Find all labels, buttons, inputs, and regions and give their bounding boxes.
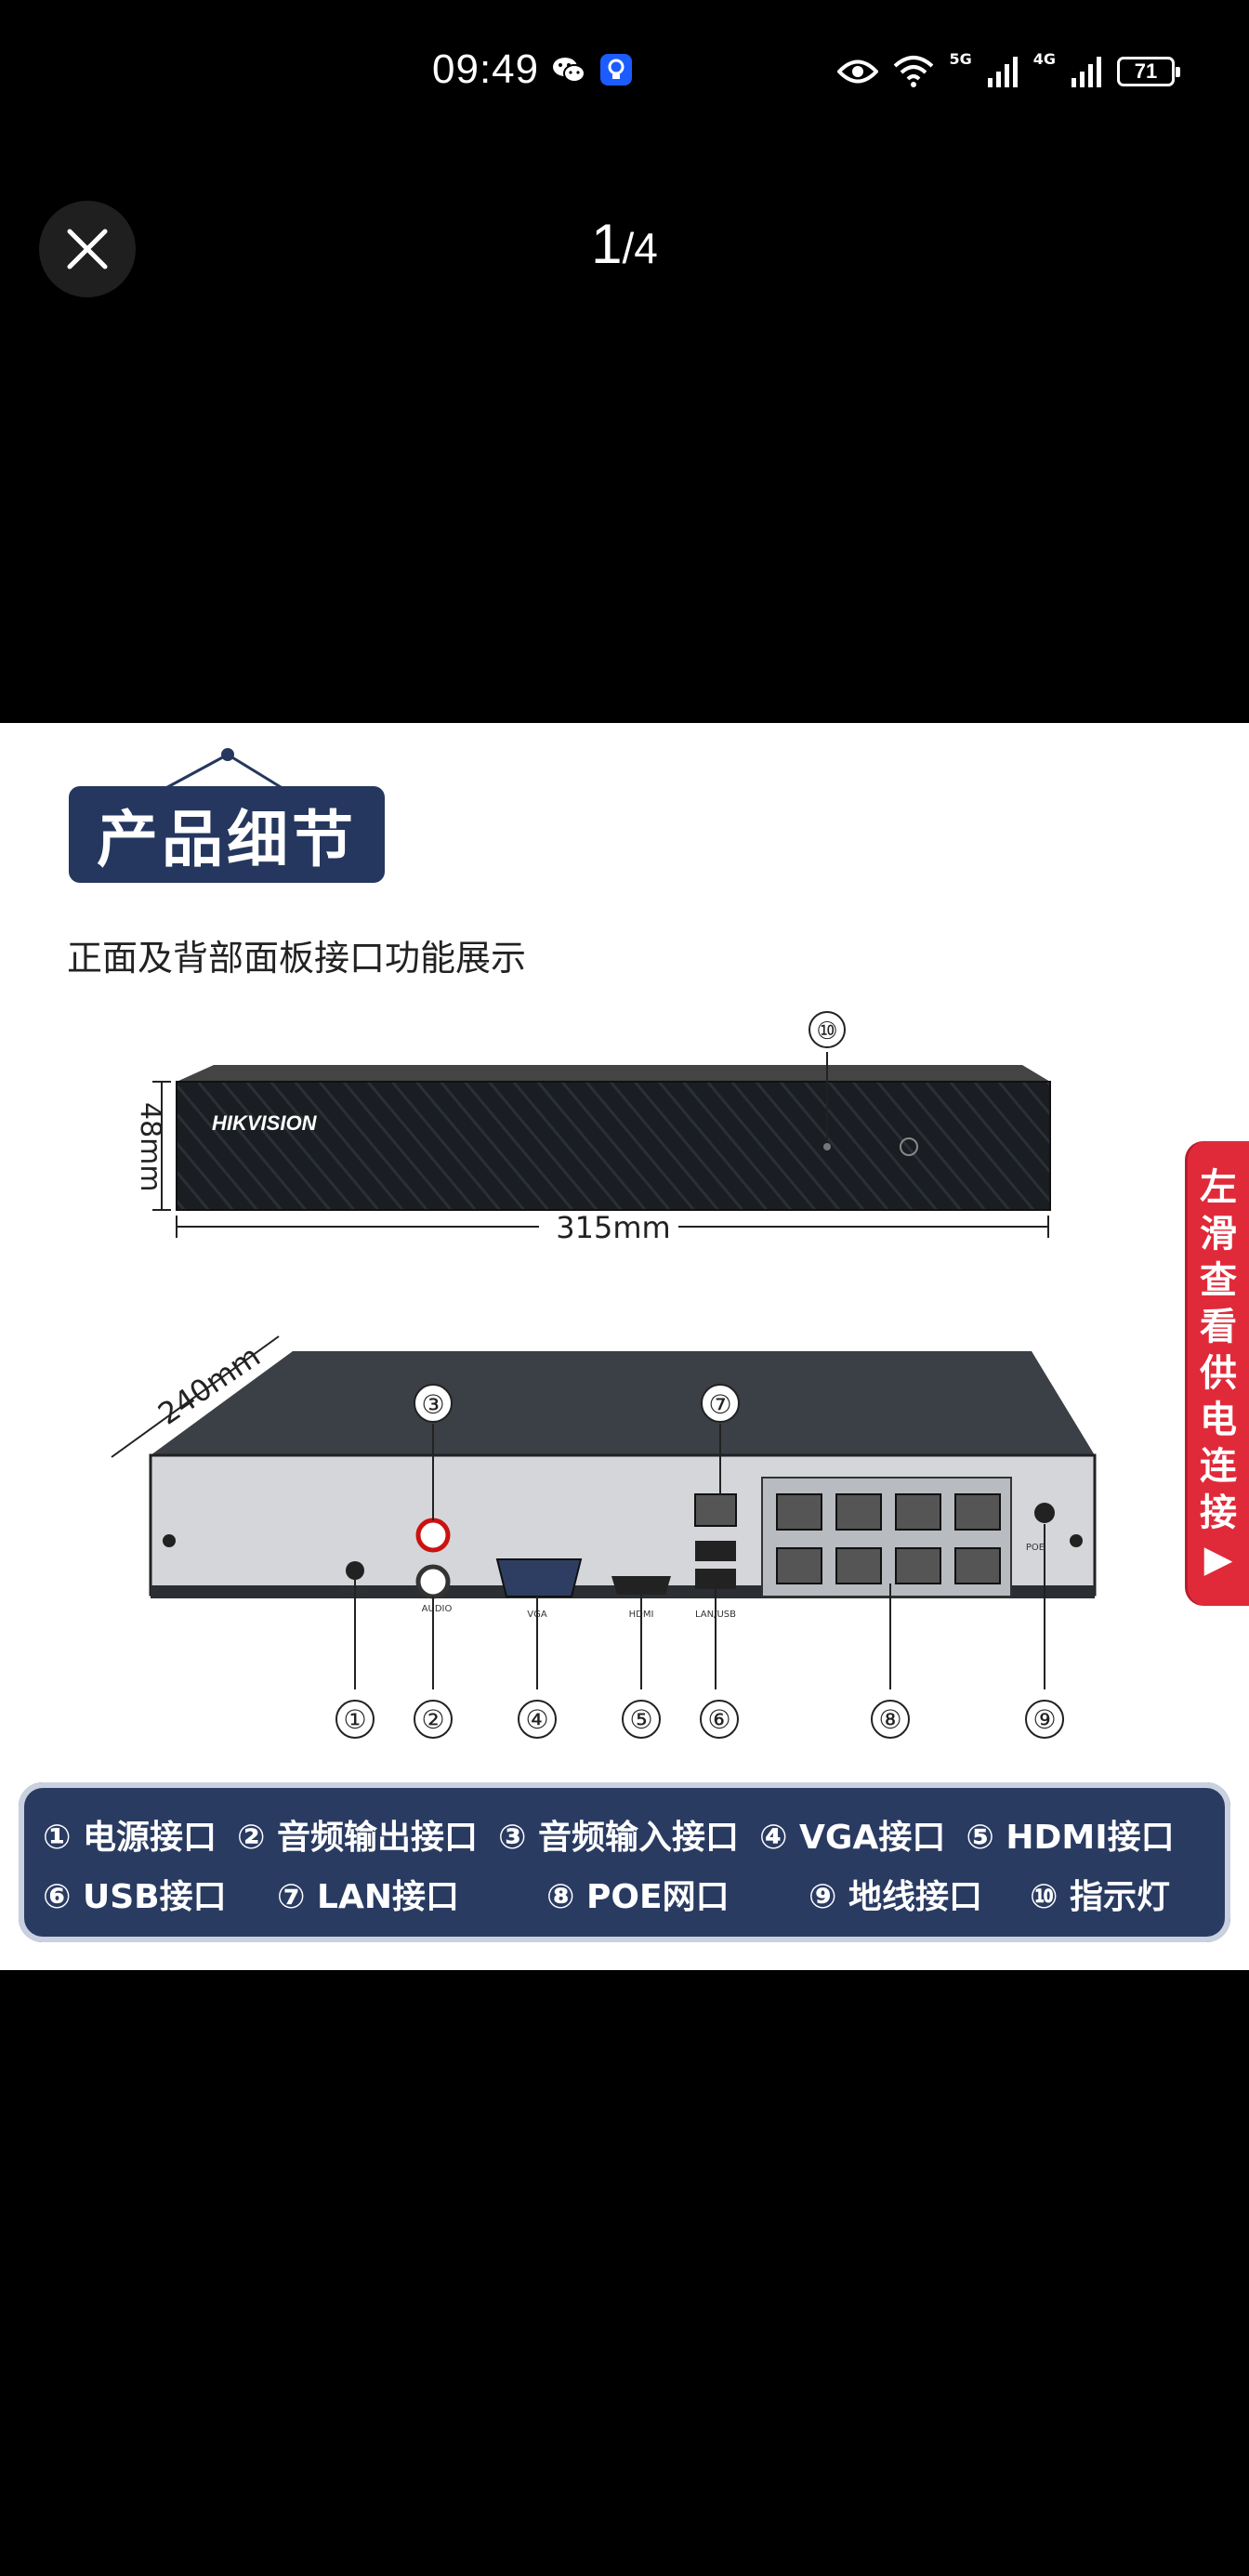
close-button[interactable] xyxy=(39,201,136,297)
legend-item: ⑦ LAN接口 xyxy=(277,1878,459,1916)
legend-item: ⑤ HDMI接口 xyxy=(966,1819,1175,1857)
poe-port-label: POE xyxy=(1026,1543,1045,1553)
wechat-icon xyxy=(553,58,585,83)
height-dimension: 48mm xyxy=(134,1102,166,1192)
marker-2: ② xyxy=(421,1704,444,1735)
port-legend: ① 电源接口 ② 音频输出接口 ③ 音频输入接口 ④ VGA接口 ⑤ HDMI接… xyxy=(19,1782,1230,1942)
legend-item: ⑨ 地线接口 xyxy=(809,1878,983,1916)
audio-port-label: AUDIO xyxy=(422,1604,453,1614)
rear-view: 240mm 48V DC AUDIO VGA HDMI LAN/USB P xyxy=(111,1335,1097,1739)
network-4g-label: 4G xyxy=(1032,49,1056,68)
section-badge: 产品细节 xyxy=(69,786,385,883)
marker-8: ⑧ xyxy=(878,1704,901,1735)
signal-icon xyxy=(987,57,1018,87)
current-index: 1 xyxy=(591,213,623,275)
section-subtitle: 正面及背部面板接口功能展示 xyxy=(67,938,527,979)
wifi-icon xyxy=(894,56,934,87)
marker-3: ③ xyxy=(421,1389,444,1420)
legend-item: ④ VGA接口 xyxy=(759,1819,946,1857)
marker-1: ① xyxy=(343,1704,366,1735)
total-count: 4 xyxy=(634,224,658,272)
legend-item: ② 音频输出接口 xyxy=(237,1819,479,1857)
marker-7: ⑦ xyxy=(708,1389,731,1420)
lightbulb-icon xyxy=(600,54,632,85)
status-time: 09:49 xyxy=(432,46,540,92)
signal-icon xyxy=(1072,57,1101,87)
close-icon xyxy=(67,229,108,269)
legend-item: ① 电源接口 xyxy=(43,1819,217,1857)
status-bar: 09:49 5G 4G 71 xyxy=(0,0,1249,139)
marker-5: ⑤ xyxy=(629,1704,652,1735)
brand-logo: HIKVISION xyxy=(212,1111,318,1135)
device-illustration: HIKVISION ⑩ 48mm 315mm xyxy=(111,1011,1097,1739)
swipe-hint-tab[interactable]: 左 滑 查 看 供 电 连 接 ▶ xyxy=(1188,1141,1249,1606)
battery-icon: 71 xyxy=(1117,57,1180,86)
network-5g-label: 5G xyxy=(949,49,972,68)
eye-icon xyxy=(837,59,879,84)
play-arrow-icon: ▶ xyxy=(1203,1538,1233,1581)
battery-level: 71 xyxy=(1134,59,1158,83)
image-counter: 1/4 xyxy=(591,213,658,275)
legend-row-1: ① 电源接口 ② 音频输出接口 ③ 音频输入接口 ④ VGA接口 ⑤ HDMI接… xyxy=(43,1810,1195,1859)
marker-10: ⑩ xyxy=(816,1018,837,1045)
product-image[interactable]: 产品细节 正面及背部面板接口功能展示 HIKVISION ⑩ 48mm xyxy=(0,723,1249,1970)
legend-item: ⑥ USB接口 xyxy=(43,1878,227,1916)
marker-4: ④ xyxy=(525,1704,548,1735)
marker-6: ⑥ xyxy=(707,1704,730,1735)
legend-item: ⑩ 指示灯 xyxy=(1030,1878,1171,1916)
legend-row-2: ⑥ USB接口 ⑦ LAN接口 ⑧ POE网口 ⑨ 地线接口 ⑩ 指示灯 xyxy=(43,1870,1190,1918)
legend-item: ③ 音频输入接口 xyxy=(498,1819,740,1857)
marker-9: ⑨ xyxy=(1032,1704,1056,1735)
width-dimension: 315mm xyxy=(556,1210,670,1245)
front-view: HIKVISION ⑩ 48mm 315mm xyxy=(134,1011,1051,1245)
legend-item: ⑧ POE网口 xyxy=(546,1878,730,1916)
